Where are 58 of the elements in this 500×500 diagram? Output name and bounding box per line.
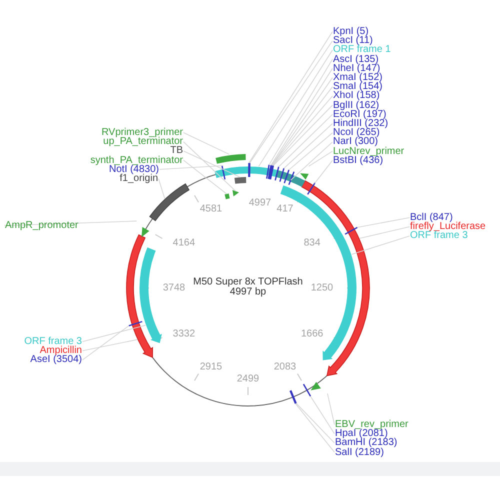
leader-line	[284, 123, 333, 169]
position-number: 2915	[200, 361, 222, 372]
restriction-site-label: BglII (162)	[333, 100, 380, 110]
feature-label: AmpR_promoter	[5, 221, 78, 230]
position-number: 4581	[200, 204, 222, 215]
restriction-site-label: HindIII (232)	[333, 119, 388, 128]
feature-label: firefly_Luciferase	[410, 222, 486, 232]
feature-label: EBV_rev_primer	[335, 420, 408, 430]
restriction-site-label: SalI (2189)	[335, 448, 384, 457]
restriction-site-label: XmaI (152)	[333, 73, 382, 82]
restriction-site-label: EcoRI (197)	[333, 110, 386, 119]
restriction-site-label: NarI (300)	[333, 137, 378, 147]
leader-line	[310, 396, 335, 434]
leader-line	[183, 132, 230, 155]
feature-label: ORF frame 3	[410, 231, 468, 241]
position-number: 2083	[274, 361, 296, 372]
position-number: 1250	[310, 282, 334, 294]
restriction-site-label: BamHI (2183)	[335, 438, 398, 448]
position-number: 834	[304, 237, 320, 248]
position-number: 3332	[172, 328, 196, 339]
feature-label: up_PA_terminator	[103, 137, 183, 146]
position-number: 2499	[236, 374, 260, 384]
feature-label: synth_PA_terminator	[90, 156, 183, 165]
leader-line	[295, 403, 335, 453]
plasmid-size: 4997 bp	[230, 286, 266, 298]
leader-line	[359, 226, 410, 239]
restriction-site-label: KpnI (5)	[333, 27, 369, 36]
restriction-site-label: SacI (11)	[333, 36, 373, 46]
restriction-site-label: BclI (847)	[410, 213, 453, 222]
restriction-site-label: AscI (135)	[333, 54, 379, 64]
leader-line	[258, 50, 333, 167]
restriction-site-label: AseI (3504)	[30, 355, 82, 365]
restriction-site-label: HpaI (2081)	[335, 429, 388, 438]
leader-line	[296, 402, 335, 444]
restriction-site-label: BstBI (436)	[333, 156, 384, 165]
feature-label: RVprimer3_primer	[101, 128, 183, 138]
restriction-site-label: XhoI (158)	[333, 91, 380, 101]
restriction-site-label: NheI (147)	[333, 64, 380, 73]
leader-line	[82, 325, 130, 360]
plasmid-name: M50 Super 8x TOPFlash	[193, 276, 303, 288]
leader-line	[82, 339, 138, 352]
position-number: 417	[276, 204, 294, 215]
restriction-site-label: SmaI (154)	[333, 82, 382, 92]
feature-label: TB	[170, 146, 183, 156]
leader-line	[308, 150, 333, 167]
leader-line	[356, 217, 410, 228]
position-number: 1666	[300, 328, 324, 339]
feature-label: ORF frame 3	[24, 337, 82, 346]
position-number: 4164	[172, 237, 196, 248]
restriction-site-label: NcoI (265)	[333, 128, 380, 138]
feature-label: ORF frame 1	[333, 45, 391, 55]
leader-line	[278, 114, 333, 168]
position-number: 3748	[162, 282, 186, 294]
leader-line	[4, 220, 137, 226]
leader-line	[288, 132, 333, 170]
feature-label: LucNrev_primer	[333, 146, 404, 156]
feature-label: Ampicillin	[40, 346, 82, 356]
position-number: 4997	[248, 198, 272, 208]
